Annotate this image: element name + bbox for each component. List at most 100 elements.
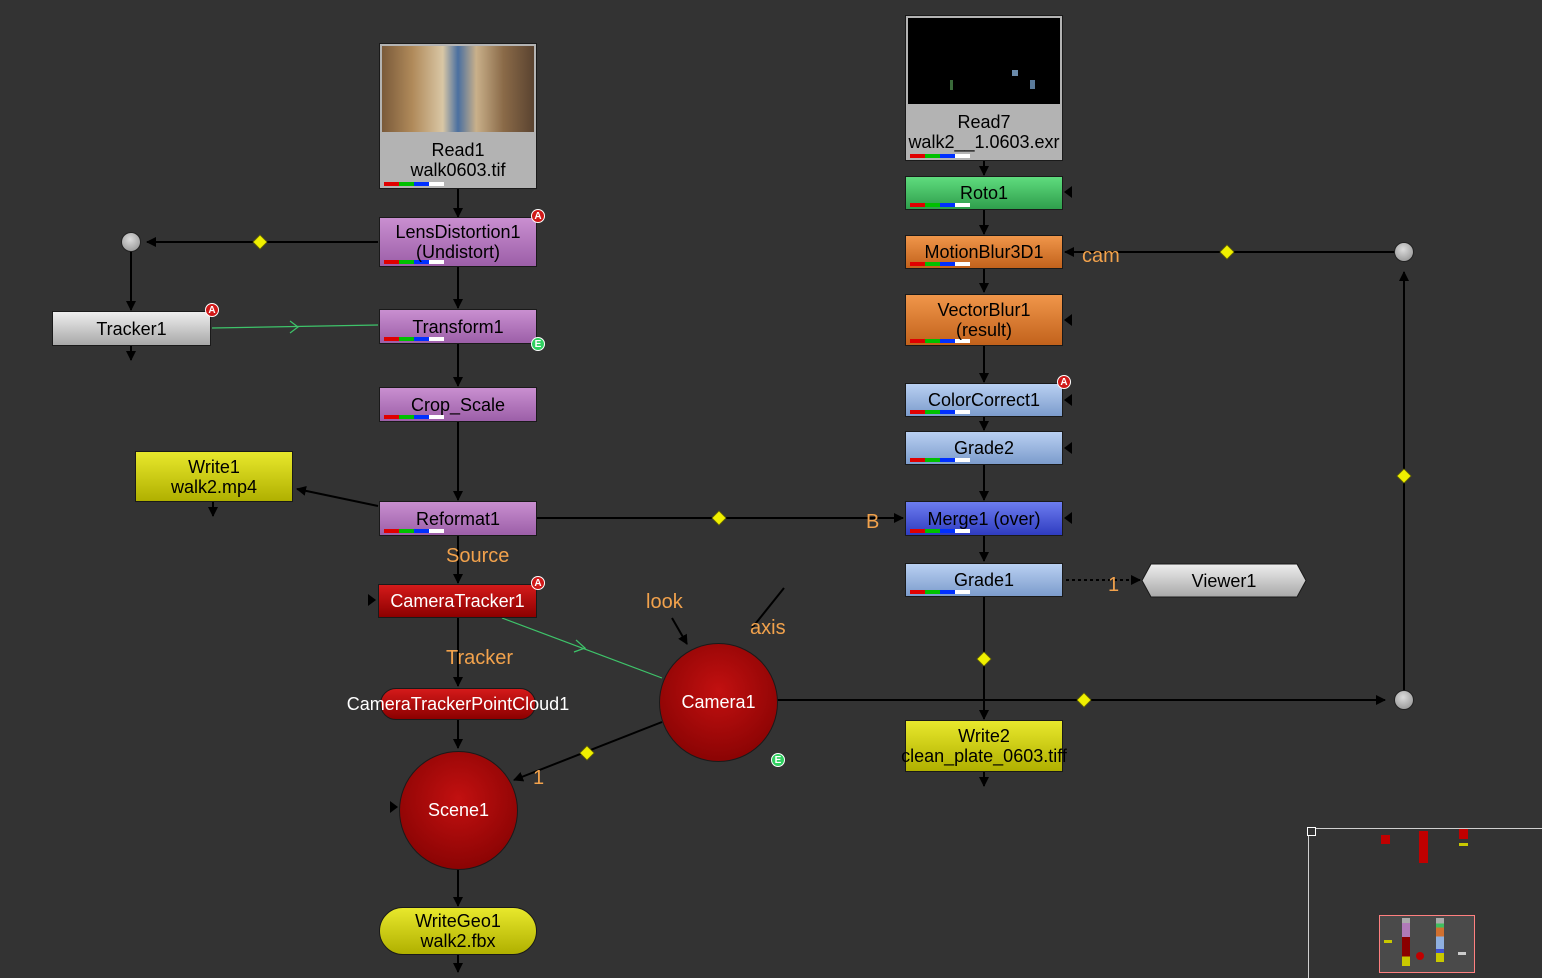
minimap-node bbox=[1381, 835, 1390, 844]
pointcloud-node[interactable]: CameraTrackerPointCloud1 bbox=[347, 688, 569, 720]
writegeo1-file: walk2.fbx bbox=[420, 931, 496, 951]
write2-node[interactable]: Write2 clean_plate_0603.tiff bbox=[901, 720, 1067, 772]
channel-indicator bbox=[384, 415, 444, 419]
vectorblur1-label: VectorBlur1 bbox=[937, 300, 1031, 320]
expression-badge-icon: E bbox=[531, 337, 545, 351]
grade2-node[interactable]: Grade2 bbox=[905, 431, 1063, 465]
vectorblur1-node[interactable]: VectorBlur1 (result) bbox=[905, 294, 1063, 346]
expression-link-camera bbox=[501, 617, 663, 679]
grade1-node[interactable]: Grade1 bbox=[905, 563, 1063, 597]
dot-marker bbox=[579, 745, 595, 761]
dot-marker bbox=[976, 651, 992, 667]
minimap-node bbox=[1459, 843, 1468, 846]
animated-badge-icon: A bbox=[205, 303, 219, 317]
dot-marker bbox=[1219, 244, 1235, 260]
transform1-node[interactable]: Transform1 bbox=[379, 309, 537, 344]
writegeo1-label: WriteGeo1 bbox=[415, 911, 501, 931]
channel-indicator bbox=[910, 529, 970, 533]
input-label-axis: axis bbox=[750, 617, 786, 639]
expression-link-tracker-chevron bbox=[289, 320, 299, 334]
channel-indicator bbox=[384, 337, 444, 341]
input-label-look: look bbox=[646, 591, 683, 613]
dot-node[interactable] bbox=[121, 232, 141, 252]
writegeo1-node[interactable]: WriteGeo1 walk2.fbx bbox=[379, 907, 537, 955]
cameratracker1-label: CameraTracker1 bbox=[390, 591, 525, 611]
viewer1-shape bbox=[1141, 563, 1307, 598]
dot-marker bbox=[711, 510, 727, 526]
write1-file: walk2.mp4 bbox=[170, 476, 258, 497]
merge1-node[interactable]: Merge1 (over) bbox=[905, 501, 1063, 536]
channel-indicator bbox=[910, 339, 970, 343]
write1-label: Write1 bbox=[188, 456, 240, 477]
channel-indicator bbox=[910, 590, 970, 594]
dot-marker bbox=[1396, 468, 1412, 484]
channel-indicator bbox=[910, 458, 970, 462]
input-label-b: B bbox=[866, 511, 880, 533]
wire-axis bbox=[751, 587, 785, 629]
read7-file: walk2__1.0603.exr bbox=[908, 132, 1060, 152]
camera1-node[interactable]: Camera1 bbox=[659, 643, 778, 762]
viewer1-node[interactable]: Viewer1 bbox=[1141, 563, 1307, 598]
expression-link-camera-chevron bbox=[573, 639, 587, 653]
grade2-label: Grade2 bbox=[953, 438, 1015, 458]
crop-scale-label: Crop_Scale bbox=[410, 394, 506, 415]
lensdistortion1-node[interactable]: LensDistortion1 (Undistort) bbox=[379, 217, 537, 267]
input-label-scene: 1 bbox=[533, 767, 545, 789]
motionblur3d1-label: MotionBlur3D1 bbox=[924, 242, 1044, 262]
read1-thumbnail bbox=[382, 46, 534, 132]
expression-link-tracker bbox=[211, 324, 379, 329]
lensdistortion1-label: LensDistortion1 bbox=[395, 222, 521, 242]
roto1-node[interactable]: Roto1 bbox=[905, 176, 1063, 210]
viewer1-label: Viewer1 bbox=[1191, 570, 1257, 591]
roto1-label: Roto1 bbox=[959, 183, 1009, 203]
crop-scale-node[interactable]: Crop_Scale bbox=[379, 387, 537, 422]
scene1-node[interactable]: Scene1 bbox=[399, 751, 518, 870]
dot-marker bbox=[252, 234, 268, 250]
dot-node[interactable] bbox=[1394, 242, 1414, 262]
lensdistortion1-sub: (Undistort) bbox=[415, 242, 500, 262]
minimap-corner-handle[interactable] bbox=[1307, 827, 1316, 836]
dot-marker bbox=[1076, 692, 1092, 708]
minimap-node bbox=[1419, 831, 1428, 863]
read7-label: Read7 bbox=[957, 112, 1011, 132]
input-arrow-grade2 bbox=[1064, 442, 1072, 454]
colorcorrect1-node[interactable]: ColorCorrect1 bbox=[905, 383, 1063, 417]
input-arrow-merge bbox=[1064, 512, 1072, 524]
cameratracker1-node[interactable]: CameraTracker1 bbox=[378, 584, 537, 618]
read7-thumbnail bbox=[908, 18, 1060, 104]
input-arrow-vectorblur bbox=[1064, 314, 1072, 326]
channel-indicator bbox=[910, 154, 970, 158]
read1-node[interactable]: Read1 walk0603.tif bbox=[379, 43, 537, 189]
read1-label: Read1 bbox=[431, 140, 485, 160]
channel-indicator bbox=[384, 182, 444, 186]
channel-indicator bbox=[384, 260, 444, 264]
dot-node[interactable] bbox=[1394, 690, 1414, 710]
pointcloud-label: CameraTrackerPointCloud1 bbox=[346, 694, 570, 714]
input-label-cam: cam bbox=[1082, 245, 1120, 267]
merge1-label: Merge1 (over) bbox=[927, 508, 1041, 529]
write1-node[interactable]: Write1 walk2.mp4 bbox=[135, 451, 293, 502]
animated-badge-icon: A bbox=[531, 576, 545, 590]
read7-node[interactable]: Read7 walk2__1.0603.exr bbox=[905, 15, 1063, 161]
input-label-source: Source bbox=[446, 545, 510, 567]
channel-indicator bbox=[910, 262, 970, 266]
input-label-viewer: 1 bbox=[1108, 574, 1120, 596]
input-label-tracker: Tracker bbox=[446, 647, 514, 669]
input-arrow-roto bbox=[1064, 186, 1072, 198]
tracker1-node[interactable]: Tracker1 bbox=[52, 311, 211, 346]
write2-file: clean_plate_0603.tiff bbox=[901, 746, 1067, 766]
minimap[interactable] bbox=[1307, 827, 1542, 978]
minimap-viewport[interactable] bbox=[1379, 915, 1475, 973]
read1-file: walk0603.tif bbox=[410, 160, 506, 180]
channel-indicator bbox=[384, 529, 444, 533]
reformat1-node[interactable]: Reformat1 bbox=[379, 501, 537, 536]
input-arrow-colorcorrect bbox=[1064, 394, 1072, 406]
animated-badge-icon: A bbox=[1057, 375, 1071, 389]
vectorblur1-sub: (result) bbox=[955, 320, 1012, 340]
tracker1-label: Tracker1 bbox=[96, 318, 167, 339]
colorcorrect1-label: ColorCorrect1 bbox=[927, 390, 1041, 410]
grade1-label: Grade1 bbox=[953, 570, 1015, 590]
camera1-label: Camera1 bbox=[681, 692, 756, 712]
motionblur3d1-node[interactable]: MotionBlur3D1 bbox=[905, 235, 1063, 269]
